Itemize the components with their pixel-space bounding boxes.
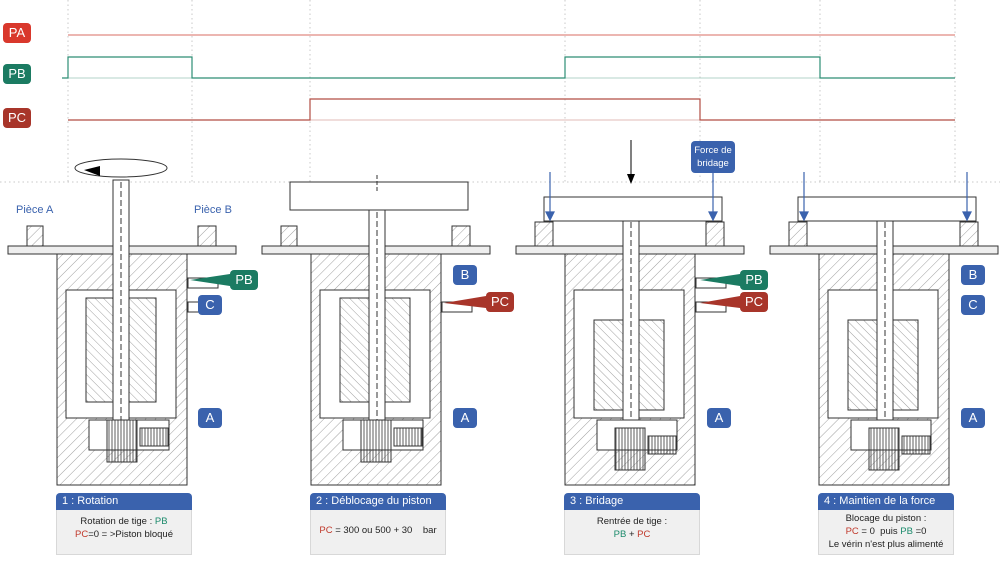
step1-pb: PB (154, 516, 168, 527)
timing-line-pb (62, 56, 955, 79)
step4-line1: Blocage du piston : (845, 513, 927, 524)
rotation-arrow (74, 158, 168, 178)
clamp-force-line2: bridage (697, 158, 729, 169)
step-card-2: 2 : Déblocage du piston PC = 300 ou 500 … (310, 493, 446, 555)
port-badge-a-4: A (961, 408, 985, 428)
step2-pc: PC (319, 525, 333, 536)
port-badge-a-2: A (453, 408, 477, 428)
step1-pc: PC (75, 529, 89, 540)
step3-plus: + (626, 529, 638, 540)
port-badge-b-4: B (961, 265, 985, 285)
signal-label-pc: PC (3, 108, 31, 128)
port-badge-c-4: C (961, 295, 985, 315)
cylinder-step-1 (7, 179, 237, 486)
piece-b-label: Pièce B (194, 204, 232, 216)
phase-separators (0, 0, 1000, 183)
port-badge-a-1: A (198, 408, 222, 428)
step-body-4: Blocage du piston : PC = 0 puis PB =0 Le… (818, 510, 954, 555)
cylinder-step-4 (769, 196, 999, 486)
step-card-3: 3 : Bridage Rentrée de tige : PB + PC (564, 493, 700, 555)
step-body-3: Rentrée de tige : PB + PC (564, 510, 700, 555)
step1-line1-text: Rotation de tige : (80, 516, 155, 527)
step-title-3: 3 : Bridage (564, 493, 700, 510)
port-badge-b-2: B (453, 265, 477, 285)
step-title-2: 2 : Déblocage du piston (310, 493, 446, 510)
cylinder-step-2 (261, 175, 491, 486)
clamp-force-line1: Force de (694, 145, 732, 156)
step-card-1: 1 : Rotation Rotation de tige : PB PC=0 … (56, 493, 192, 555)
step-body-1: Rotation de tige : PB PC=0 = >Piston blo… (56, 510, 192, 555)
port-badge-c-1: C (198, 295, 222, 315)
step1-line2-text: =0 = >Piston bloqué (88, 529, 173, 540)
step4-line3: Le vérin n'est plus alimenté (828, 539, 944, 550)
port-tag-pb-1: PB (230, 270, 258, 290)
timing-line-pc (68, 98, 955, 121)
step3-pb: PB (613, 529, 627, 540)
step-card-4: 4 : Maintien de la force Blocage du pist… (818, 493, 954, 555)
clamp-force-callout: Force de bridage (691, 141, 735, 173)
piece-a-label: Pièce A (16, 204, 54, 216)
step4-text-b: =0 (912, 526, 927, 537)
cylinder-step-3 (515, 196, 745, 486)
step3-line1: Rentrée de tige : (596, 516, 668, 527)
signal-label-pa: PA (3, 23, 31, 43)
clamp-force-arrows-3 (545, 172, 718, 222)
step-title-4: 4 : Maintien de la force (818, 493, 954, 510)
step4-text-a: = 0 puis (858, 526, 901, 537)
step3-pc: PC (637, 529, 651, 540)
signal-label-pb: PB (3, 64, 31, 84)
step4-pc: PC (845, 526, 859, 537)
down-arrow-3 (627, 140, 635, 184)
port-badge-a-3: A (707, 408, 731, 428)
clamp-force-arrows-4 (799, 172, 972, 222)
port-tag-pc-2: PC (486, 292, 514, 312)
step2-line1-text: = 300 ou 500 + 30 bar (332, 525, 437, 536)
step-body-2: PC = 300 ou 500 + 30 bar (310, 510, 446, 555)
port-pointers (190, 173, 740, 308)
step-title-1: 1 : Rotation (56, 493, 192, 510)
timing-lines (62, 34, 955, 121)
step4-pb: PB (900, 526, 913, 537)
port-tag-pb-3: PB (740, 270, 768, 290)
port-tag-pc-3: PC (740, 292, 768, 312)
